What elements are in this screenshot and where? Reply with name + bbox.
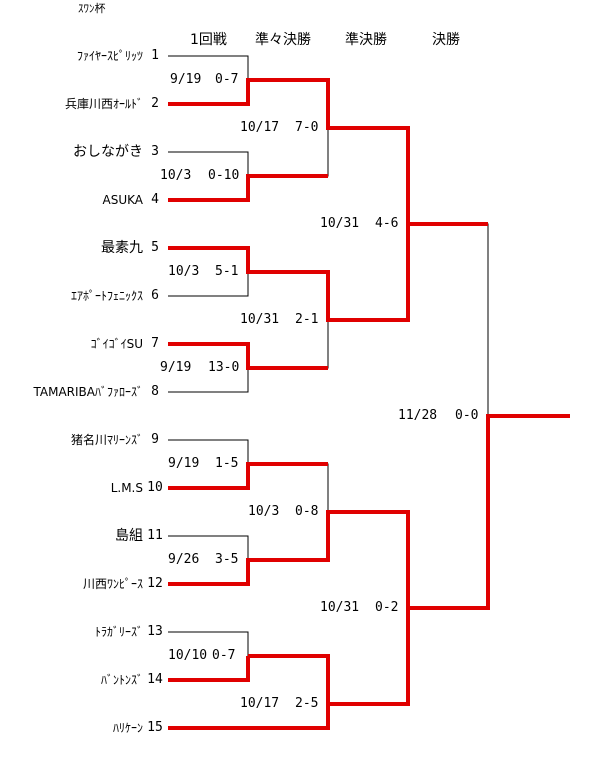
final-date: 11/28 <box>398 408 438 423</box>
team-name: 猪名川ﾏﾘｰﾝｽﾞ <box>70 433 143 447</box>
team-seed: 8 <box>151 384 159 399</box>
team-name: ﾌｧｲﾔｰｽﾋﾟﾘｯﾂ <box>76 49 143 63</box>
tournament-title: ｽﾜﾝ杯 <box>78 2 106 15</box>
team-name: L.M.S <box>110 481 143 495</box>
match-date: 9/26 <box>168 552 200 567</box>
team-seed: 10 <box>147 480 163 495</box>
match-date: 9/19 <box>160 360 192 375</box>
bracket-line <box>168 631 249 656</box>
team-seed: 15 <box>147 720 163 735</box>
team-seed: 6 <box>151 288 159 303</box>
match-score: 2-1 <box>295 312 319 327</box>
winner-line <box>168 414 570 610</box>
team-name: ﾊﾘｹｰﾝ <box>112 721 143 735</box>
match-date: 10/17 <box>240 120 280 135</box>
team-seed: 4 <box>151 192 159 207</box>
winner-line <box>248 608 410 706</box>
match-date: 9/19 <box>170 72 202 87</box>
match-date: 10/3 <box>248 504 280 519</box>
match-score: 13-0 <box>208 360 240 375</box>
team-name: TAMARIBAﾊﾞﾌｧﾛｰｽﾞ <box>33 385 144 399</box>
team-seed: 9 <box>151 432 159 447</box>
team-name: 最素九 <box>101 240 143 256</box>
winner-line <box>168 78 488 226</box>
match-score: 3-5 <box>215 552 239 567</box>
team-seed: 14 <box>147 672 163 687</box>
team-seed: 5 <box>151 240 159 255</box>
winner-line <box>168 704 330 730</box>
winner-line <box>168 174 328 202</box>
match-date: 10/31 <box>240 312 280 327</box>
bracket-line <box>168 368 249 393</box>
match-score: 0-8 <box>295 504 319 519</box>
team-seed: 3 <box>151 144 159 159</box>
match-date: 10/31 <box>320 600 360 615</box>
match-score: 0-10 <box>208 168 240 183</box>
team-name: ｺﾞｲｺﾞｲSU <box>90 337 143 351</box>
team-name: ﾊﾞﾝﾄﾝｽﾞ <box>100 673 143 687</box>
team-name: 兵庫川西ｵｰﾙﾄﾞ <box>64 97 143 111</box>
bracket-line <box>328 127 409 224</box>
winner-line <box>168 656 250 682</box>
bracket-line <box>408 223 489 416</box>
team-seed: 7 <box>151 336 159 351</box>
match-score: 0-2 <box>375 600 399 615</box>
match-date: 10/17 <box>240 696 280 711</box>
match-score: 0-7 <box>212 648 236 663</box>
team-seed: 2 <box>151 96 159 111</box>
match-date: 9/19 <box>168 456 200 471</box>
team-name: ﾄﾗｶﾞﾘｰｽﾞ <box>94 625 143 639</box>
bracket-line <box>168 535 249 560</box>
match-date: 10/3 <box>168 264 200 279</box>
team-name: 川西ﾜﾝﾋﾟｰｽ <box>82 577 143 591</box>
round-header-4: 決勝 <box>432 32 460 48</box>
winner-line <box>168 224 410 322</box>
final-score: 0-0 <box>455 408 479 423</box>
winner-line <box>168 342 328 370</box>
match-score: 0-7 <box>215 72 239 87</box>
match-score: 1-5 <box>215 456 239 471</box>
bracket-line <box>168 272 249 297</box>
team-seed: 12 <box>147 576 163 591</box>
team-name: ASUKA <box>102 193 143 207</box>
round-header-3: 準決勝 <box>345 32 387 48</box>
match-date: 10/3 <box>160 168 192 183</box>
match-score: 5-1 <box>215 264 239 279</box>
team-name: ｴｱﾎﾟｰﾄﾌｪﾆｯｸｽ <box>70 289 143 303</box>
bracket-line <box>168 439 249 464</box>
match-score: 7-0 <box>295 120 319 135</box>
match-date: 10/10 <box>168 648 208 663</box>
match-score: 2-5 <box>295 696 319 711</box>
winner-line <box>168 462 328 490</box>
match-date: 10/31 <box>320 216 360 231</box>
bracket-line <box>168 151 249 176</box>
team-name: おしながき <box>73 144 143 160</box>
team-seed: 11 <box>147 528 163 543</box>
team-seed: 1 <box>151 48 159 63</box>
round-header-1: 1回戦 <box>190 32 227 48</box>
bracket-line <box>168 55 249 80</box>
team-name: 島組 <box>115 528 143 544</box>
round-header-2: 準々決勝 <box>255 32 311 48</box>
match-score: 4-6 <box>375 216 399 231</box>
team-seed: 13 <box>147 624 163 639</box>
bracket-winner-lines <box>168 78 570 730</box>
